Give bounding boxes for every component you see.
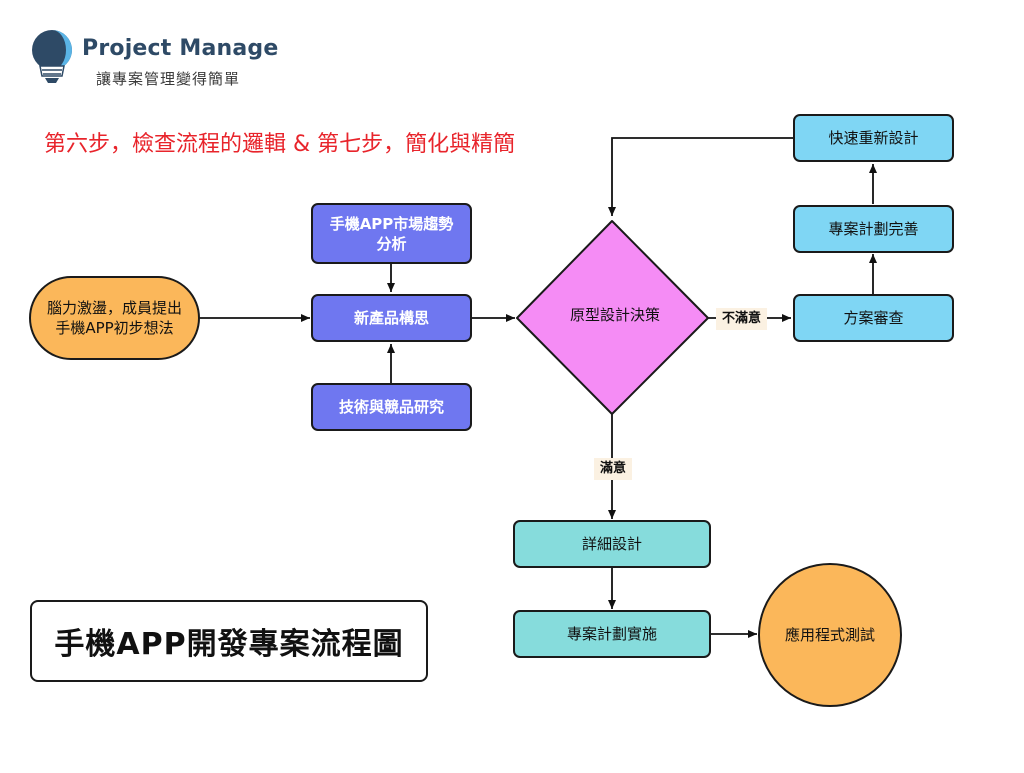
node-quick-redesign-label: 快速重新設計 [828, 129, 919, 147]
node-detailed-design-label: 詳細設計 [581, 535, 642, 553]
node-app-testing: 應用程式測試 [758, 563, 902, 707]
node-new-product: 新產品構思 [311, 294, 472, 342]
node-proposal-review-label: 方案審查 [843, 309, 904, 327]
edge-label-unsatisfied: 不滿意 [716, 308, 768, 330]
brand-name: Project Manage [82, 36, 279, 61]
node-app-testing-label: 應用程式測試 [784, 626, 875, 644]
node-tech-research: 技術與競品研究 [311, 383, 472, 431]
decision-diamond [516, 220, 709, 415]
chart-title: 手機APP開發專案流程圖 [30, 600, 428, 682]
node-quick-redesign: 快速重新設計 [793, 114, 954, 162]
edge-redesign-decision [608, 137, 793, 216]
node-plan-implement-label: 專案計劃實施 [566, 625, 657, 643]
brand-tagline: 讓專案管理變得簡單 [96, 70, 241, 88]
node-market-trend-label: 手機APP市場趨勢分析 [329, 214, 454, 253]
node-plan-implement: 專案計劃實施 [513, 610, 711, 658]
node-brainstorm: 腦力激盪，成員提出手機APP初步想法 [29, 276, 200, 360]
node-brainstorm-label: 腦力激盪，成員提出手機APP初步想法 [46, 299, 182, 337]
decision-label: 原型設計決策 [569, 306, 660, 324]
node-plan-improve-label: 專案計劃完善 [828, 220, 919, 238]
node-tech-research-label: 技術與競品研究 [338, 398, 444, 416]
node-plan-improve: 專案計劃完善 [793, 205, 954, 253]
node-detailed-design: 詳細設計 [513, 520, 711, 568]
node-market-trend: 手機APP市場趨勢分析 [311, 203, 472, 264]
step-title: 第六步，檢查流程的邏輯 & 第七步，簡化與精簡 [44, 132, 516, 157]
node-proposal-review: 方案審查 [793, 294, 954, 342]
lightbulb-logo-icon [32, 30, 72, 83]
edge-label-satisfied: 滿意 [594, 458, 633, 480]
node-new-product-label: 新產品構思 [353, 309, 429, 327]
